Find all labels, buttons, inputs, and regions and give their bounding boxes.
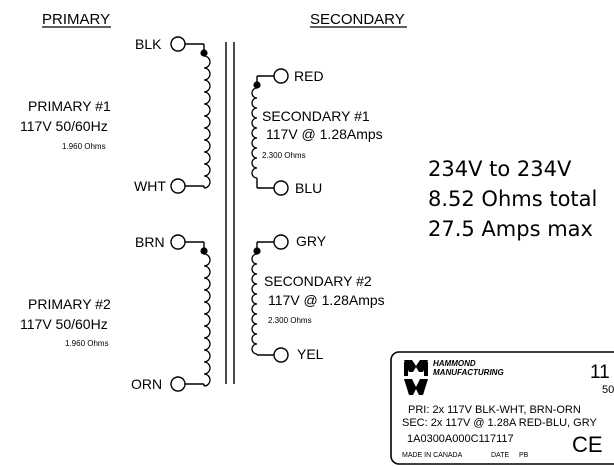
secondary-2-resistance: 2.300 Ohms (268, 316, 312, 325)
terminal-orn (170, 376, 186, 392)
primary-1-title: PRIMARY #1 (28, 98, 111, 114)
label-plate-border (390, 351, 614, 465)
primary-header: PRIMARY (42, 11, 110, 28)
polarity-dot (200, 49, 208, 57)
made-in-label: MADE IN CANADA (402, 452, 463, 459)
secondary-2-rating: 117V @ 1.28Amps (268, 292, 385, 308)
terminal-red (273, 68, 289, 84)
coil (251, 87, 258, 179)
coil (203, 253, 211, 387)
secondary-1-title: SECONDARY #1 (262, 108, 370, 124)
ce-mark-icon: CE (572, 432, 603, 457)
terminal-brn (170, 234, 186, 250)
terminal-wht (170, 178, 186, 194)
polarity-dot (253, 247, 261, 255)
note-resistance: 8.52 Ohms total (428, 187, 597, 211)
primary-2-rating: 117V 50/60Hz (20, 316, 108, 332)
primary-1-resistance: 1.960 Ohms (62, 142, 106, 151)
terminal-blk (170, 36, 186, 52)
primary-2-title: PRIMARY #2 (28, 296, 111, 312)
terminal-blu (273, 180, 289, 196)
primary-1-winding (170, 36, 211, 194)
lead-label-blk: BLK (135, 36, 162, 52)
model-number-partial: 11 (590, 362, 610, 383)
secondary-1-winding (251, 68, 289, 196)
secondary-1-rating: 117V @ 1.28Amps (266, 126, 383, 142)
date-value: PB (519, 452, 529, 459)
lead-label-gry: GRY (296, 233, 327, 249)
secondary-2-winding (251, 234, 289, 363)
lead-label-yel: YEL (297, 346, 324, 362)
coil (203, 55, 211, 189)
primary-2-winding (170, 234, 211, 392)
coil (251, 253, 258, 355)
date-label: DATE (491, 452, 509, 459)
frequency-partial: 50 (602, 384, 614, 396)
lead-label-blu: BLU (295, 180, 322, 196)
polarity-dot (253, 81, 261, 89)
secondary-2-title: SECONDARY #2 (264, 273, 372, 289)
primary-1-rating: 117V 50/60Hz (20, 118, 108, 134)
primary-2-resistance: 1.960 Ohms (65, 339, 109, 348)
terminal-gry (273, 234, 289, 250)
lead-label-red: RED (294, 68, 324, 84)
secondary-header: SECONDARY (310, 11, 405, 28)
pri-spec-line: PRI: 2x 117V BLK-WHT, BRN-ORN (408, 404, 581, 416)
secondary-1-resistance: 2.300 Ohms (262, 151, 306, 160)
part-code: 1A0300A000C117117 (407, 433, 514, 445)
lead-label-orn: ORN (131, 376, 162, 392)
lead-label-brn: BRN (135, 234, 165, 250)
note-voltage: 234V to 234V (428, 157, 572, 181)
polarity-dot (200, 247, 208, 255)
sec-spec-line: SEC: 2x 117V @ 1.28A RED-BLU, GRY (402, 417, 597, 429)
note-current: 27.5 Amps max (428, 217, 593, 241)
hammond-logo-icon (404, 360, 428, 395)
lead-label-wht: WHT (134, 178, 166, 194)
terminal-yel (273, 347, 289, 363)
brand-name-line1: HAMMOND (433, 359, 476, 368)
label-plate: HAMMOND MANUFACTURING 11 50 PRI: 2x 117V… (390, 351, 614, 465)
brand-name-line2: MANUFACTURING (433, 368, 504, 377)
